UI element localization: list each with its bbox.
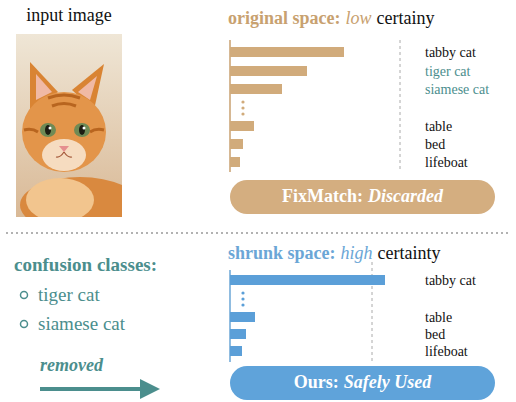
- certainty-level: low: [346, 8, 372, 28]
- class-label: tabby cat: [425, 45, 476, 60]
- text-row: removed: [40, 356, 103, 376]
- bars-shrunk: [230, 275, 385, 356]
- text-row: bed: [425, 325, 445, 343]
- class-label: table: [425, 119, 452, 134]
- text-row: bed: [425, 135, 445, 153]
- method-name: FixMatch:: [282, 187, 363, 207]
- text-row: lifeboat: [425, 153, 468, 171]
- cat-photo: [16, 34, 122, 217]
- text-row: table: [425, 308, 452, 326]
- method-outcome: Discarded: [368, 187, 443, 207]
- bars-original: [230, 47, 344, 167]
- bullet-item: siamese cat: [38, 313, 125, 334]
- certainty-word: certainy: [377, 8, 435, 28]
- text-row: tiger cat: [425, 62, 470, 80]
- ellipsis-dots: [241, 100, 244, 115]
- certainty-word: certainty: [378, 243, 441, 263]
- separator-line: [6, 232, 510, 234]
- certainty-level: high: [341, 243, 373, 263]
- text-row: lifeboat: [425, 342, 468, 360]
- text-row: table: [425, 117, 452, 135]
- section-heading: confusion classes:: [14, 254, 157, 275]
- text-row: siamese cat: [425, 80, 489, 98]
- class-label: lifeboat: [425, 155, 468, 170]
- result-box: FixMatch:Discarded: [230, 180, 495, 214]
- text-row: confusion classes:: [14, 255, 157, 276]
- removed-arrow: [40, 379, 160, 399]
- text-row: tabby cat: [425, 271, 476, 289]
- arrow-label: removed: [40, 355, 103, 375]
- class-label: table: [425, 310, 452, 325]
- bullet-circles: [21, 292, 28, 328]
- class-label: bed: [425, 137, 445, 152]
- result-box: Ours:Safely Used: [230, 366, 495, 400]
- axis-line: [229, 40, 231, 172]
- text-row: siamese cat: [38, 314, 125, 335]
- bullet-item: tiger cat: [38, 284, 100, 305]
- text-row: tiger cat: [38, 285, 100, 306]
- class-label: siamese cat: [425, 82, 489, 97]
- space-heading: shrunk space:: [228, 243, 336, 263]
- class-label: tabby cat: [425, 273, 476, 288]
- text-row: input image: [26, 6, 111, 26]
- text-row: original space:lowcertainy: [228, 9, 435, 29]
- method-outcome: Safely Used: [344, 373, 431, 393]
- threshold-line: [400, 40, 401, 172]
- method-name: Ours:: [294, 373, 339, 393]
- ellipsis-dots: [241, 291, 244, 306]
- class-label: tiger cat: [425, 64, 470, 79]
- text-row: tabby cat: [425, 43, 476, 61]
- text-row: shrunk space:highcertainty: [228, 244, 441, 264]
- space-heading: original space:: [228, 8, 341, 28]
- image-caption: input image: [26, 5, 111, 25]
- class-label: lifeboat: [425, 344, 468, 359]
- class-label: bed: [425, 327, 445, 342]
